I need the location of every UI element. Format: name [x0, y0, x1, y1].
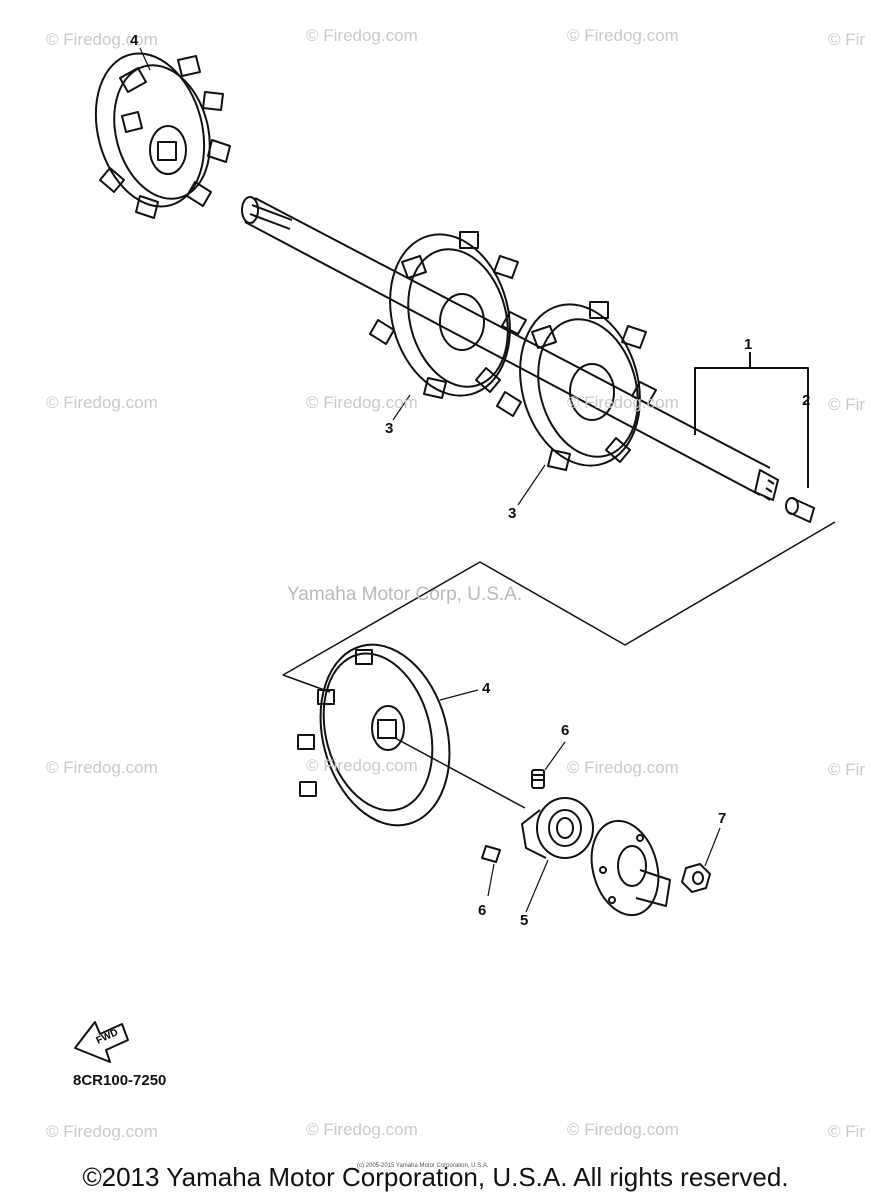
tiny-notice: (c) 2005-2015 Yamaha Motor Corporation, … — [357, 1163, 489, 1169]
callout-1: 1 — [744, 336, 753, 353]
leader-lines — [139, 47, 721, 913]
center-watermark: Yamaha Motor Corp, U.S.A. — [287, 584, 523, 605]
plug-2 — [785, 497, 815, 523]
set-screw-6-left — [481, 845, 501, 863]
watermark: © Firedog.com — [306, 393, 418, 412]
callout-7: 7 — [718, 810, 727, 827]
connector-line — [282, 521, 836, 693]
set-screw-6-top — [531, 769, 545, 789]
watermark: © Firedog.com — [306, 756, 418, 775]
watermark: © Firedog.com — [46, 1122, 158, 1141]
callout-4-bottom: 4 — [482, 680, 491, 697]
watermark: © Fir — [828, 760, 866, 779]
callout-6-bottom: 6 — [478, 902, 487, 919]
watermark: © Firedog.com — [567, 26, 679, 45]
watermark: © Fir — [828, 1122, 866, 1141]
nut-7 — [681, 863, 711, 893]
sprocket-3-right — [496, 301, 657, 471]
fwd-arrow-icon — [74, 1021, 129, 1063]
sprocket-3-left — [369, 231, 527, 399]
callout-3-right: 3 — [508, 505, 517, 522]
callout-5: 5 — [520, 912, 529, 929]
watermark: © Fir — [828, 395, 866, 414]
watermark: © Firedog.com — [46, 393, 158, 412]
watermark: © Firedog.com — [567, 393, 679, 412]
watermark: © Firedog.com — [567, 1120, 679, 1139]
callout-4-top: 4 — [130, 32, 139, 49]
drive-shaft-1 — [241, 196, 779, 501]
watermark: © Firedog.com — [46, 758, 158, 777]
callout-bracket-1-2 — [694, 367, 809, 488]
watermark: © Fir — [828, 30, 866, 49]
watermark: © Firedog.com — [46, 30, 158, 49]
watermark: © Firedog.com — [567, 758, 679, 777]
sprocket-4-bottom — [297, 643, 451, 827]
flange-housing — [590, 819, 671, 917]
callout-6-top: 6 — [561, 722, 570, 739]
copyright-notice: ©2013 Yamaha Motor Corporation, U.S.A. A… — [82, 1162, 789, 1192]
sprocket-4-top — [94, 52, 231, 219]
callout-3-left: 3 — [385, 420, 394, 437]
callout-2: 2 — [802, 392, 811, 409]
bearing-5 — [521, 797, 594, 859]
part-code: 8CR100-7250 — [73, 1072, 167, 1089]
watermark: © Firedog.com — [306, 26, 418, 45]
watermark: © Firedog.com — [306, 1120, 418, 1139]
